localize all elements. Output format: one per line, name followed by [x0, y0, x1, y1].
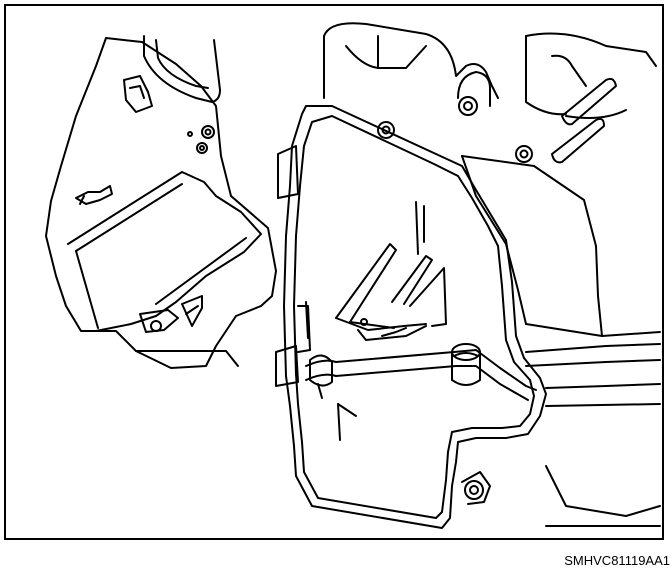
internal-braces — [335, 243, 447, 341]
hvac-module-illustration — [45, 22, 661, 529]
front-cover — [275, 105, 547, 529]
left-duct-assembly — [45, 35, 277, 369]
illustration-frame — [4, 4, 664, 540]
case-housing — [323, 22, 661, 527]
figure-reference-code: SMHVC81119AA1 — [564, 553, 670, 568]
